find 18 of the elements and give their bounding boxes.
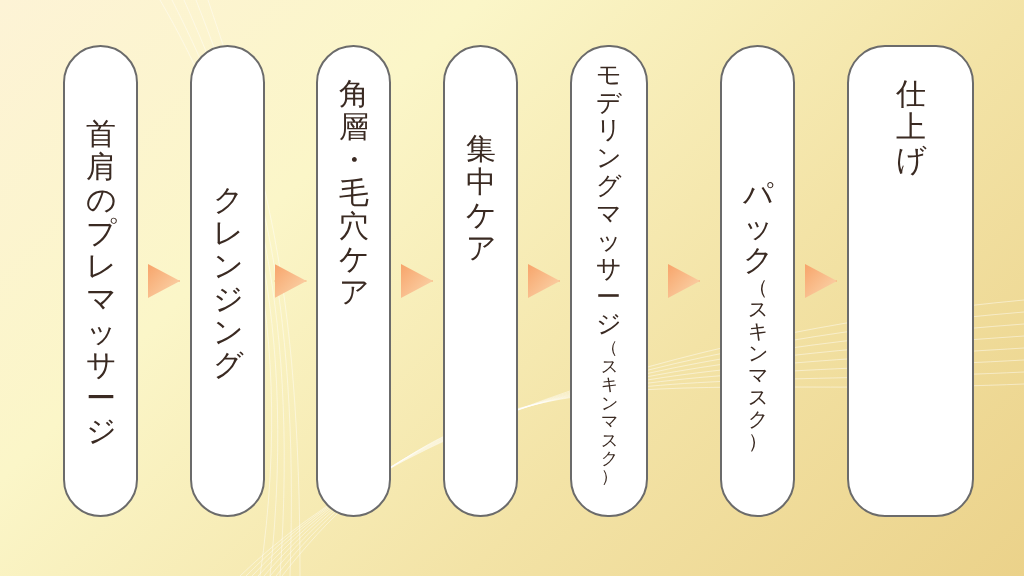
step-title: 角層・毛穴ケア — [338, 77, 369, 308]
step-title: クレンジング — [212, 183, 243, 381]
step-title: 仕上げ — [895, 77, 926, 176]
arrow — [274, 264, 307, 298]
arrow — [667, 264, 701, 298]
step-pill — [190, 45, 265, 517]
arrow — [527, 264, 561, 298]
step-title: 首肩のプレマッサージ — [85, 117, 116, 447]
step-title: 集中ケア — [465, 132, 496, 264]
arrow — [400, 264, 434, 298]
step-note: （スキンマスク） — [747, 276, 768, 452]
arrow — [147, 264, 181, 298]
step-note: （スキンマスク） — [600, 338, 618, 486]
step-pill — [847, 45, 974, 517]
step-title: モデリングマッサージ — [596, 61, 622, 339]
step-pill — [316, 45, 391, 517]
step-title: パック — [742, 177, 773, 276]
arrow — [804, 264, 838, 298]
